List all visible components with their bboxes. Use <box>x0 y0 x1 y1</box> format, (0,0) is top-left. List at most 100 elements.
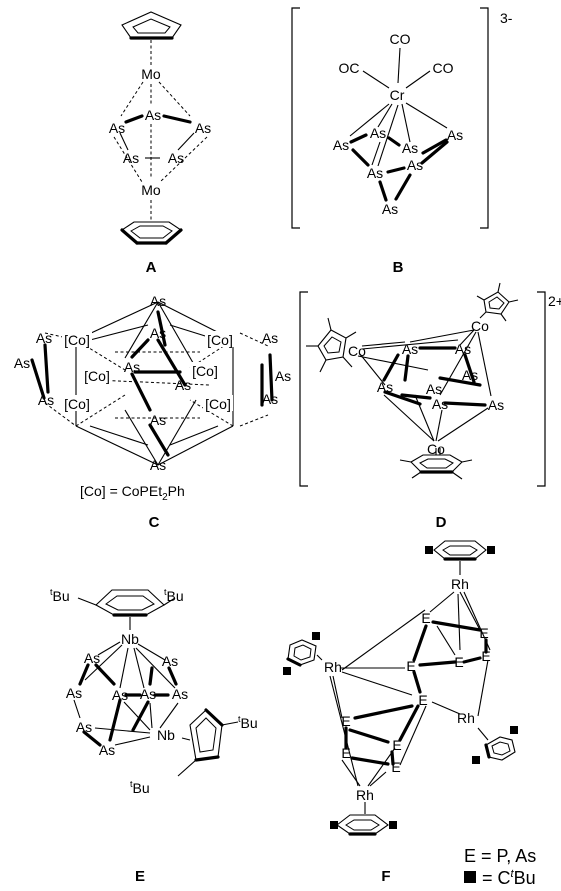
co-label: Co <box>348 343 366 359</box>
panel-c-structure: As As As As As As As As As As As As [Co]… <box>14 293 291 531</box>
as-label: As <box>382 201 398 217</box>
rh-label: Rh <box>324 659 342 675</box>
as-label: As <box>150 293 166 309</box>
panel-d-structure: 2+ <box>299 282 561 531</box>
panel-f-structure: Rh Rh Rh Rh <box>283 540 536 888</box>
caption-d: D <box>436 514 447 531</box>
as-label: As <box>123 150 139 166</box>
co-ligand-right: CO <box>433 60 454 76</box>
charge-label: 3- <box>500 10 513 26</box>
e-label: E <box>479 625 488 641</box>
tbu-label: tBu <box>130 779 150 796</box>
as-label: As <box>124 359 140 375</box>
cp-ring-tbu-icon <box>77 589 176 617</box>
as-label: As <box>150 325 166 341</box>
caption-b: B <box>393 259 404 276</box>
nb-label: Nb <box>157 727 175 743</box>
as-label: As <box>145 107 161 123</box>
co-fragment-label: [Co] <box>205 396 231 412</box>
as-label: As <box>275 368 291 384</box>
as-label: As <box>195 120 211 136</box>
arene-ring-icon <box>472 726 518 764</box>
e-label: E <box>454 654 463 670</box>
as-label: As <box>14 355 30 371</box>
as-label: As <box>407 157 423 173</box>
mo-top-label: Mo <box>141 66 161 82</box>
arene-ring-icon <box>330 814 397 836</box>
bracket-right <box>480 7 489 229</box>
as-label: As <box>36 330 52 346</box>
panel-e-structure: tBu tBu Nb As As As As As As As As <box>50 587 258 885</box>
caption-c: C <box>149 514 160 531</box>
as-label: As <box>488 397 504 413</box>
co-fragment-label: [Co] <box>84 368 110 384</box>
as-label: As <box>175 377 191 393</box>
cp-star-ring-icon <box>399 448 473 480</box>
e-label: E <box>391 759 400 775</box>
nb-label: Nb <box>121 631 139 647</box>
panel-a-structure: Mo As As As As As Mo A <box>109 11 211 276</box>
as-label: As <box>333 137 349 153</box>
mo-bottom-label: Mo <box>141 182 161 198</box>
e-legend: E = P, As <box>464 846 536 866</box>
as-label: As <box>168 150 184 166</box>
bracket-left <box>291 7 300 229</box>
as-label: As <box>402 140 418 156</box>
as-label: As <box>162 653 178 669</box>
rh-label: Rh <box>451 576 469 592</box>
co-fragment-label: [Co] <box>207 332 233 348</box>
as-label: As <box>262 330 278 346</box>
as-label: As <box>172 686 188 702</box>
as-label: As <box>370 125 386 141</box>
co-label-group: [Co] [Co] [Co] [Co] [Co] [Co] <box>62 331 235 412</box>
charge-label: 2+ <box>548 293 561 309</box>
e-label: E <box>406 658 415 674</box>
as-label-group: As As As As As As As As As As As As <box>14 293 291 473</box>
as-label: As <box>432 396 448 412</box>
cp-star-ring-icon <box>306 317 357 373</box>
arene-ring-icon <box>425 540 495 561</box>
panel-b-structure: 3- CO OC CO Cr As As As As As As As B <box>291 7 513 276</box>
e-label: E <box>421 610 430 626</box>
caption-e: E <box>135 868 145 885</box>
co-label: Co <box>427 441 445 457</box>
tbu-label: tBu <box>164 587 184 604</box>
co-label: Co <box>471 318 489 334</box>
e-label: E <box>418 692 427 708</box>
as-label: As <box>462 367 478 383</box>
cp-star-ring-icon <box>476 282 519 322</box>
as-label: As <box>426 381 442 397</box>
cp-ring-tbu-icon <box>177 708 239 777</box>
as-label: As <box>38 392 54 408</box>
as-label: As <box>150 457 166 473</box>
square-symbol-icon <box>464 871 476 883</box>
co-fragment-label: [Co] <box>192 363 218 379</box>
e-label: E <box>341 713 350 729</box>
co-ligand-left: OC <box>339 60 360 76</box>
co-fragment-label: [Co] <box>64 396 90 412</box>
cp-ring-top-icon <box>121 11 182 40</box>
as-label: As <box>112 687 128 703</box>
caption-f: F <box>381 868 390 885</box>
as-label: As <box>109 120 125 136</box>
tbu-label: tBu <box>50 587 70 604</box>
co-ligand-top: CO <box>390 31 411 47</box>
bracket-right <box>537 291 546 487</box>
as-label: As <box>262 391 278 407</box>
e-label: E <box>481 648 490 664</box>
bracket-left <box>299 291 308 487</box>
as-label: As <box>150 412 166 428</box>
square-legend: = CtBu <box>482 868 536 888</box>
as-label: As <box>447 127 463 143</box>
caption-a: A <box>146 259 157 276</box>
co-fragment-label: [Co] <box>64 332 90 348</box>
cp-ring-bottom-icon <box>120 221 183 245</box>
co-legend: [Co] = CoPEt2Ph <box>80 483 185 503</box>
arene-ring-icon <box>283 632 320 675</box>
as-label: As <box>84 650 100 666</box>
e-label: E <box>341 745 350 761</box>
as-label: As <box>99 742 115 758</box>
rh-label: Rh <box>356 787 374 803</box>
cr-label: Cr <box>390 87 405 103</box>
